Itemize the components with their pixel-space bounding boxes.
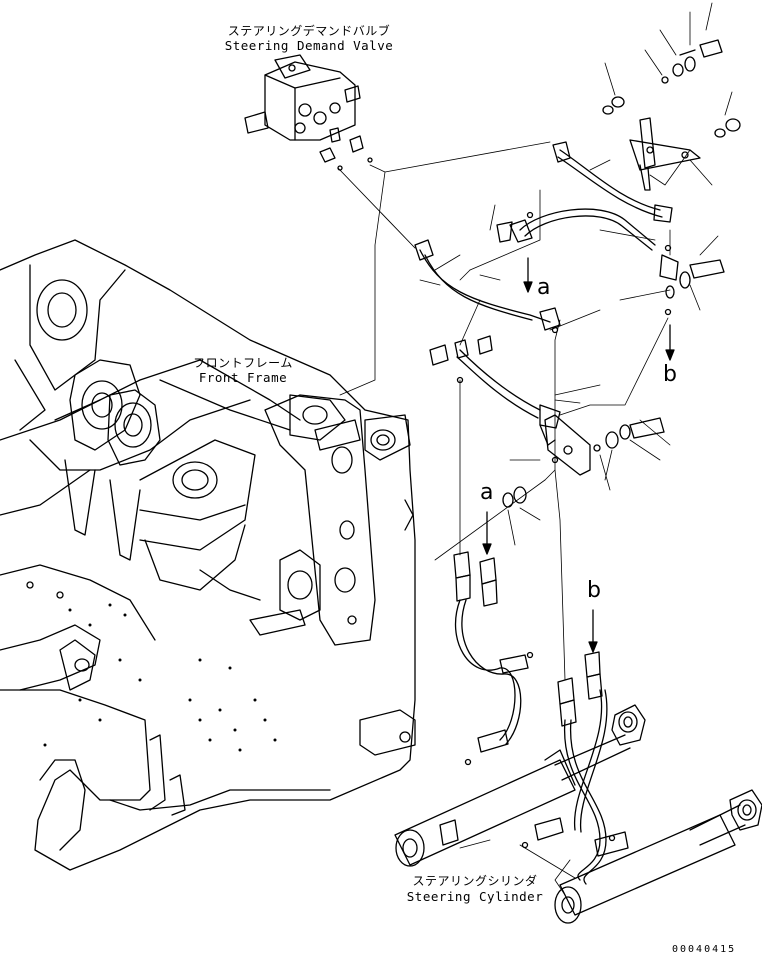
callout-a-top: a — [537, 275, 551, 300]
frame-label-en: Front Frame — [198, 370, 288, 385]
callout-arrows — [482, 257, 675, 653]
valve-label-en: Steering Demand Valve — [224, 38, 394, 53]
fasteners-top — [429, 39, 741, 508]
tube-bracket — [629, 117, 701, 191]
front-frame — [0, 239, 416, 871]
callout-b-top: b — [663, 362, 677, 387]
steering-demand-valve — [244, 54, 361, 143]
frame-label-jp: フロントフレーム — [193, 356, 293, 370]
cylinder-label-en: Steering Cylinder — [406, 889, 544, 904]
o-rings — [456, 211, 672, 849]
leader-lines — [339, 2, 733, 896]
hose-fittings — [453, 551, 629, 857]
center-bracket — [539, 414, 591, 476]
cylinder-label-jp: ステアリングシリンダ — [412, 874, 538, 888]
document-number: 00040415 — [672, 944, 737, 955]
steering-cylinders — [394, 704, 762, 924]
valve-label-jp: ステアリングデマンドバルブ — [227, 24, 391, 38]
frame-bolt-holes — [43, 603, 277, 752]
callout-a-bottom: a — [480, 480, 494, 505]
callout-b-bottom: b — [587, 578, 601, 603]
